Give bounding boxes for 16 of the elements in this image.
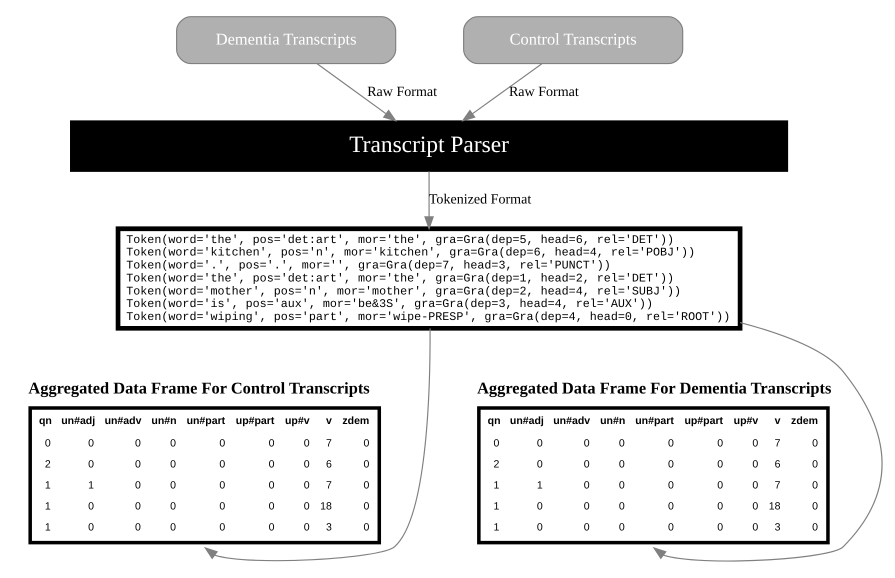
arrow [652,322,882,562]
arrow [424,171,434,230]
edge-label: Raw Format [366,84,437,100]
node-box: Dementia Transcripts [176,16,396,64]
node-box: Token(word='the', pos='det:art', mor='the', gra=Gra(dep=5, head=6, rel='DET')) Token(word='kitchen', pos='n', mor='kitchen', gra=Gra(dep=6, head=4, rel='POBJ')) Token(word='.', pos='.', mor='', gra=Gra(dep=7, head=3, rel='PUNCT')) Token(word='the', pos='det:art', mor='the', gra=Gra(dep=1, head=2, rel='DET')) Token(word='mother', pos='n', mor='mother', gra=Gra(dep=2, head=4, rel='SUBJ')) Token(word='is', pos='aux', mor='be&3S', gra=Gra(dep=3, head=4, rel='AUX')) Token(word='wiping', pos='part', mor='wipe-PRESP', gra=Gra(dep=4, head=0, rel='ROOT')) [115,226,742,331]
node-label: Aggregated Data Frame For Control Transcripts [28,378,370,398]
edge-label: Tokenized Format [428,192,531,208]
arrow [316,63,397,122]
node-box: qn un#adj un#adv un#n un#part up#part up#v v zdem 0 0 0 0 0 0 0 7 0 2 0 0 0 0 0 0 6 0 1 1 0 0 0 0 0 7 0 1 0 0 0 0 0 0 18 0 1 0 0 0 0 0 0 3 0 [476,406,830,544]
arrow [460,63,542,122]
edge-label: Raw Format [508,84,578,100]
arrow [203,328,430,562]
node-box: qn un#adj un#adv un#n un#part up#part up#v v zdem 0 0 0 0 0 0 0 7 0 2 0 0 0 0 0 0 6 0 1 1 0 0 0 0 0 7 0 1 0 0 0 0 0 0 18 0 1 0 0 0 0 0 0 3 0 [28,406,381,544]
node-box: Control Transcripts [462,16,683,64]
node-box: Transcript Parser [70,120,788,172]
node-label: Aggregated Data Frame For Dementia Transcripts [476,378,831,398]
